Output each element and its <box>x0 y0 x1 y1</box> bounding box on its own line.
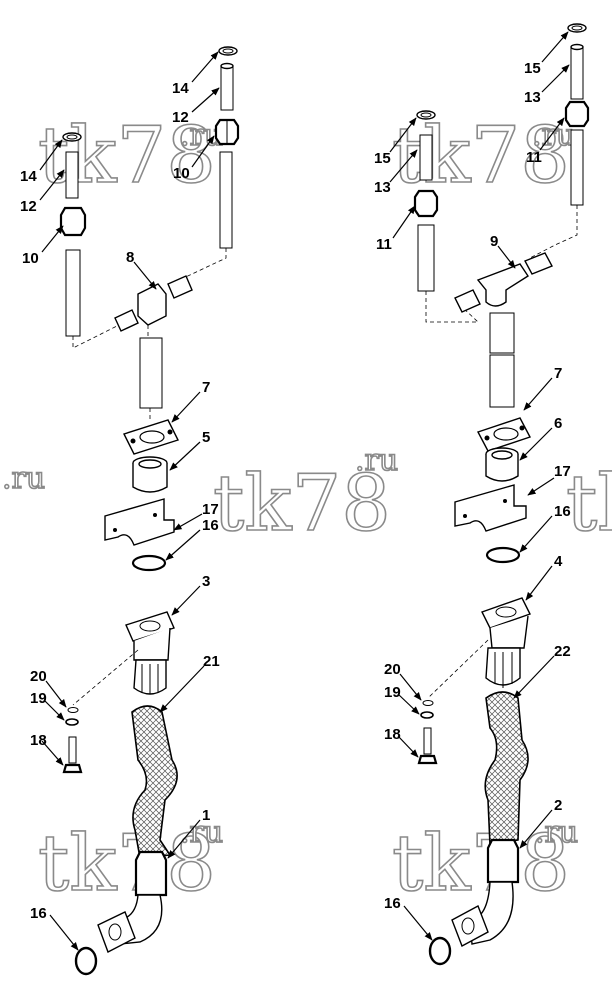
callout-left-10-top: 10 <box>173 165 190 182</box>
callout-left-3: 3 <box>202 573 210 590</box>
right-assembly <box>413 23 590 966</box>
right-elbow-fitting-2 <box>451 838 520 947</box>
svg-text:tk78: tk78 <box>38 819 216 909</box>
callout-left-21: 21 <box>203 653 220 670</box>
left-oring-16-bottom <box>74 946 98 976</box>
svg-text:.ru: .ru <box>2 461 45 496</box>
right-flange-7 <box>476 417 532 452</box>
left-tee-8 <box>114 275 193 332</box>
callout-right-19: 19 <box>384 684 401 701</box>
callout-right-11: 11 <box>376 236 392 253</box>
callout-right-20: 20 <box>384 661 401 678</box>
callout-left-8: 8 <box>126 249 134 266</box>
right-oring-16-bottom <box>428 936 452 966</box>
left-upper-left-pipe <box>59 132 87 337</box>
right-fasteners-20-19-18 <box>417 700 438 765</box>
callout-left-14: 14 <box>20 168 37 185</box>
watermark-bottom-left: tk78 .ru <box>37 814 224 910</box>
callout-right-18: 18 <box>384 726 401 743</box>
callout-right-11-top: 11 <box>526 149 542 166</box>
callout-left-16: 16 <box>202 517 219 534</box>
right-fitting-6 <box>485 447 519 482</box>
watermark-middle-center: tk78 .ru <box>212 442 399 550</box>
callout-right-6: 6 <box>554 415 562 432</box>
left-oring-16 <box>131 554 167 572</box>
right-tee-9 <box>454 252 553 313</box>
callout-left-1: 1 <box>202 807 210 824</box>
callout-left-16-bottom: 16 <box>30 905 47 922</box>
left-callout-leaders <box>39 51 220 951</box>
callout-right-9: 9 <box>490 233 498 250</box>
right-flange-4 <box>481 597 531 688</box>
watermark-middle-right: tk78 <box>565 458 612 550</box>
callout-right-16-bottom: 16 <box>384 895 401 912</box>
right-upper-left-pipe <box>413 110 439 292</box>
left-flange-3 <box>125 611 175 695</box>
callout-right-13-top: 13 <box>524 89 541 106</box>
callout-right-13: 13 <box>374 179 391 196</box>
callout-left-12: 12 <box>20 198 37 215</box>
right-oring-16 <box>485 546 521 564</box>
right-callout-labels: 15 13 15 13 11 11 9 7 6 17 16 4 22 20 19… <box>374 60 571 912</box>
callout-left-19: 19 <box>30 690 47 707</box>
callout-left-12-top: 12 <box>172 109 189 126</box>
callout-left-17: 17 <box>202 501 219 518</box>
svg-text:.ru: .ru <box>355 443 398 478</box>
callout-left-7: 7 <box>202 379 210 396</box>
left-elbow-fitting-1 <box>97 850 168 953</box>
watermark-middle-left: .ru <box>1 460 46 497</box>
right-callout-leaders <box>389 31 570 941</box>
callout-right-15-top: 15 <box>524 60 541 77</box>
watermark-bottom-right: tk78 .ru <box>391 814 579 910</box>
callout-right-4: 4 <box>554 553 563 570</box>
watermark-top-right: tk78 .ru <box>391 110 576 202</box>
callout-right-16: 16 <box>554 503 571 520</box>
callout-left-14-top: 14 <box>172 80 189 97</box>
callout-right-22: 22 <box>554 643 571 660</box>
callout-right-2: 2 <box>554 797 562 814</box>
left-fitting-5 <box>132 456 168 493</box>
svg-text:.ru: .ru <box>180 815 223 850</box>
svg-text:tk78: tk78 <box>392 819 570 909</box>
left-fasteners-20-19-18 <box>62 707 83 774</box>
callout-left-10: 10 <box>22 250 39 267</box>
left-flange-7 <box>123 419 179 455</box>
svg-text:tk78: tk78 <box>213 459 391 549</box>
callout-left-20: 20 <box>30 668 47 685</box>
left-upper-right-pipe <box>214 46 240 249</box>
left-callout-labels: 14 12 10 14 12 10 8 7 5 17 16 3 21 20 19… <box>20 80 220 922</box>
right-bracket-17 <box>454 484 527 532</box>
callout-right-17: 17 <box>554 463 571 480</box>
svg-text:tk78: tk78 <box>566 459 612 549</box>
left-assembly <box>59 46 240 976</box>
callout-right-15: 15 <box>374 150 391 167</box>
callout-left-5: 5 <box>202 429 210 446</box>
left-bracket-17 <box>104 498 175 546</box>
callout-right-7: 7 <box>554 365 562 382</box>
callout-left-18: 18 <box>30 732 47 749</box>
svg-text:.ru: .ru <box>535 815 578 850</box>
